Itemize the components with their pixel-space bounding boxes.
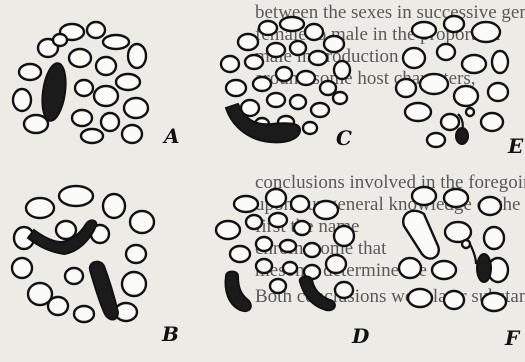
- dark-chromosome: [226, 104, 300, 142]
- figure-label-c: C: [336, 126, 352, 150]
- panel-d: [216, 189, 354, 311]
- figure-label-d: D: [352, 324, 369, 348]
- panel-a: [13, 22, 148, 143]
- figure-label-b: B: [162, 322, 179, 346]
- dark-chromosome: [39, 62, 69, 122]
- panel-e: [396, 16, 508, 147]
- dark-chromosome: [477, 254, 491, 282]
- dark-chromosome: [300, 276, 335, 310]
- panel-c: [221, 17, 350, 142]
- figure-label-f: F: [505, 326, 519, 350]
- dark-chromosome: [226, 272, 251, 312]
- figure-label-e: E: [508, 134, 523, 158]
- figure-label-a: A: [164, 124, 180, 148]
- panel-f: [399, 187, 508, 311]
- panel-b: [12, 186, 154, 322]
- dark-chromosome: [456, 128, 468, 144]
